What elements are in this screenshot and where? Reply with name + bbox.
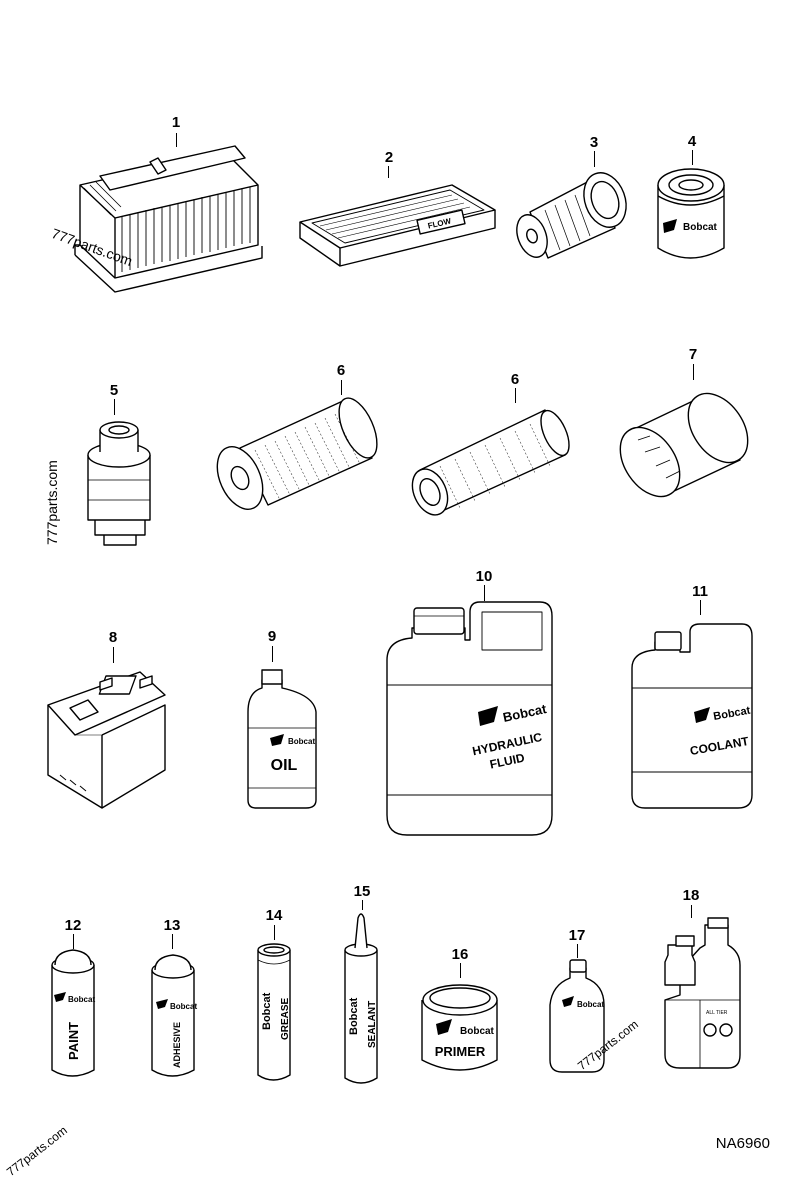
primer-label: PRIMER <box>435 1044 486 1059</box>
callout-6b: 6 <box>510 371 520 388</box>
paint-label: PAINT <box>66 1022 81 1060</box>
leader-line <box>693 364 694 380</box>
leader-line <box>594 151 595 167</box>
watermark-text: 777parts.com <box>44 460 60 545</box>
leader-line <box>515 388 516 403</box>
all-tier-label: ALL TIER <box>706 1010 728 1016</box>
bobcat-primer-logo: Bobcat <box>460 1026 495 1037</box>
bobcat-grease-logo: Bobcat <box>261 992 273 1030</box>
small-bottle-part: Bobcat <box>549 959 605 1073</box>
bobcat-paint-logo: Bobcat <box>68 995 95 1004</box>
adhesive-can-part: Bobcat ADHESIVE <box>151 954 197 1077</box>
battery-part <box>47 671 166 809</box>
leader-line <box>691 905 692 918</box>
callout-12: 12 <box>64 917 82 934</box>
cabin-filter-part: FLOW <box>299 184 496 267</box>
bobcat-adhesive-logo: Bobcat <box>170 1002 197 1011</box>
bobcat-bottle-logo: Bobcat <box>577 1000 604 1009</box>
grease-label: GREASE <box>280 997 291 1040</box>
callout-8: 8 <box>108 629 118 646</box>
callout-1: 1 <box>171 114 181 131</box>
callout-9: 9 <box>267 628 277 645</box>
leader-line <box>577 944 578 958</box>
engine-oil-filter-part <box>619 392 749 498</box>
sealant-cartridge-part: Bobcat SEALANT <box>344 913 378 1084</box>
leader-line <box>692 150 693 165</box>
callout-2: 2 <box>384 149 394 166</box>
leader-line <box>172 934 173 949</box>
callout-4: 4 <box>687 133 697 150</box>
air-filter-part <box>74 145 263 293</box>
callout-6a: 6 <box>336 362 346 379</box>
bobcat-sealant-logo: Bobcat <box>348 997 360 1035</box>
callout-10: 10 <box>475 568 493 585</box>
engine-oil-bottle-part: Bobcat OIL <box>247 669 317 809</box>
leader-line <box>272 646 273 662</box>
leader-line <box>341 380 342 395</box>
callout-17: 17 <box>568 927 586 944</box>
callout-14: 14 <box>265 907 283 924</box>
leader-line <box>388 166 389 178</box>
leader-line <box>700 600 701 615</box>
leader-line <box>176 133 177 147</box>
diagram-code: NA6960 <box>715 1135 770 1152</box>
leader-line <box>113 647 114 663</box>
leader-line <box>73 934 74 949</box>
bobcat-logo-text: Bobcat <box>683 222 718 233</box>
leader-line <box>484 585 485 601</box>
grease-tube-part: Bobcat GREASE <box>257 943 291 1081</box>
callout-7: 7 <box>688 346 698 363</box>
spin-on-filter-part: Bobcat <box>657 168 725 259</box>
hydraulic-filter-element-part <box>216 397 378 510</box>
primer-can-part: Bobcat PRIMER <box>421 984 498 1071</box>
callout-3: 3 <box>589 134 599 151</box>
callout-15: 15 <box>353 883 371 900</box>
callout-13: 13 <box>163 917 181 934</box>
oil-label: OIL <box>271 757 298 774</box>
leader-line <box>274 925 275 940</box>
leader-line <box>114 399 115 415</box>
hydraulic-filter-element-b-part <box>411 409 570 516</box>
callout-11: 11 <box>692 583 708 600</box>
callout-18: 18 <box>682 887 700 904</box>
measuring-bottle-part: ALL TIER <box>664 917 741 1069</box>
leader-line <box>362 900 363 910</box>
fuel-filter-part <box>516 172 627 259</box>
paint-can-part: Bobcat PAINT <box>51 949 95 1077</box>
hydraulic-fluid-jug-part: Bobcat HYDRAULIC FLUID <box>386 601 553 836</box>
coolant-jug-part: Bobcat COOLANT <box>631 623 753 809</box>
callout-16: 16 <box>451 946 469 963</box>
fuel-water-separator-part <box>87 421 151 546</box>
bobcat-oil-logo: Bobcat <box>288 737 315 746</box>
leader-line <box>460 963 461 978</box>
adhesive-label: ADHESIVE <box>172 1022 182 1068</box>
sealant-label: SEALANT <box>367 1001 378 1048</box>
callout-5: 5 <box>109 382 119 399</box>
